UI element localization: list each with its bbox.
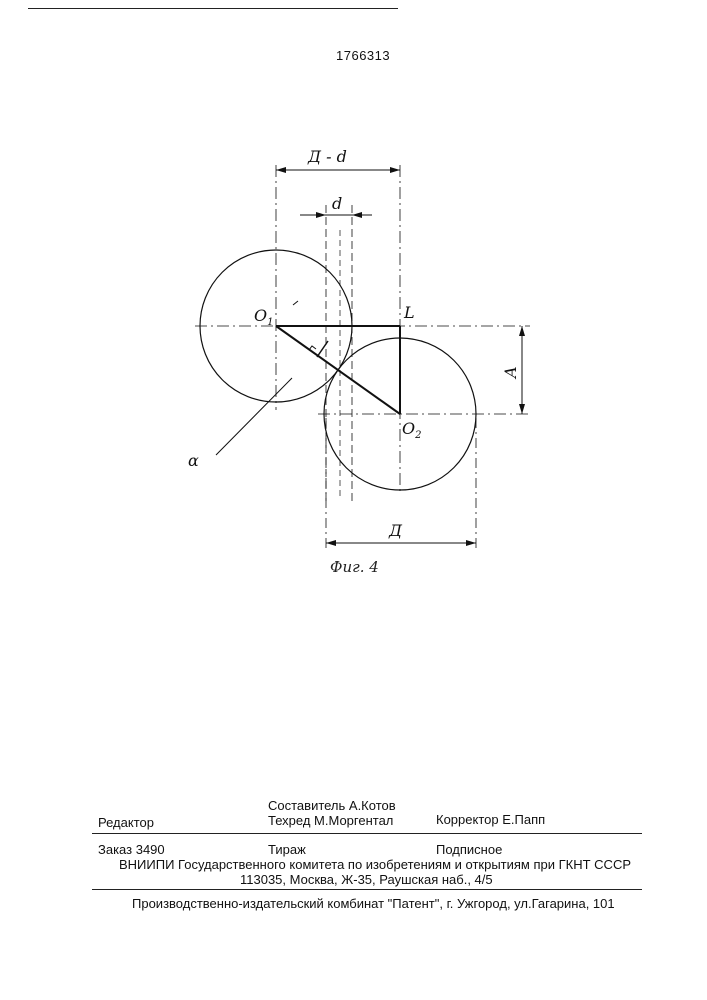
footer-compiler: Составитель А.Котов	[268, 798, 396, 813]
label-A: A	[501, 366, 520, 380]
label-o2-sub: 2	[414, 430, 421, 441]
footer-circulation: Тираж	[268, 842, 306, 857]
label-o1-sub: 1	[267, 317, 273, 328]
label-L: L	[403, 303, 415, 322]
label-small-d: d	[332, 194, 342, 213]
figure-caption: Фиг. 4	[330, 558, 379, 576]
stray-mark	[293, 301, 298, 305]
label-o1-main: O	[254, 306, 267, 325]
footer-corrector: Корректор Е.Папп	[436, 812, 545, 827]
footer-org: ВНИИПИ Государственного комитета по изоб…	[119, 857, 631, 872]
label-D-minus-d: Д - d	[307, 147, 347, 166]
label-o1: O1	[254, 306, 274, 328]
label-D: Д	[388, 521, 403, 540]
footer-address: 113035, Москва, Ж-35, Раушская наб., 4/5	[240, 872, 493, 887]
footer-editor: Редактор	[98, 815, 154, 830]
label-o2-main: O	[402, 419, 415, 438]
label-o2: O2	[402, 419, 422, 441]
footer-order: Заказ 3490	[98, 842, 165, 857]
right-angle-mark	[309, 346, 316, 350]
footer-subscription: Подписное	[436, 842, 502, 857]
footer-divider-bottom	[92, 889, 642, 890]
alpha-leader-line	[216, 378, 292, 455]
label-alpha: α	[188, 451, 199, 470]
segment-o1-o2	[276, 326, 400, 414]
footer-plant: Производственно-издательский комбинат "П…	[132, 896, 615, 911]
footer-divider-top	[92, 833, 642, 834]
footer-techred: Техред М.Моргентал	[268, 813, 393, 828]
